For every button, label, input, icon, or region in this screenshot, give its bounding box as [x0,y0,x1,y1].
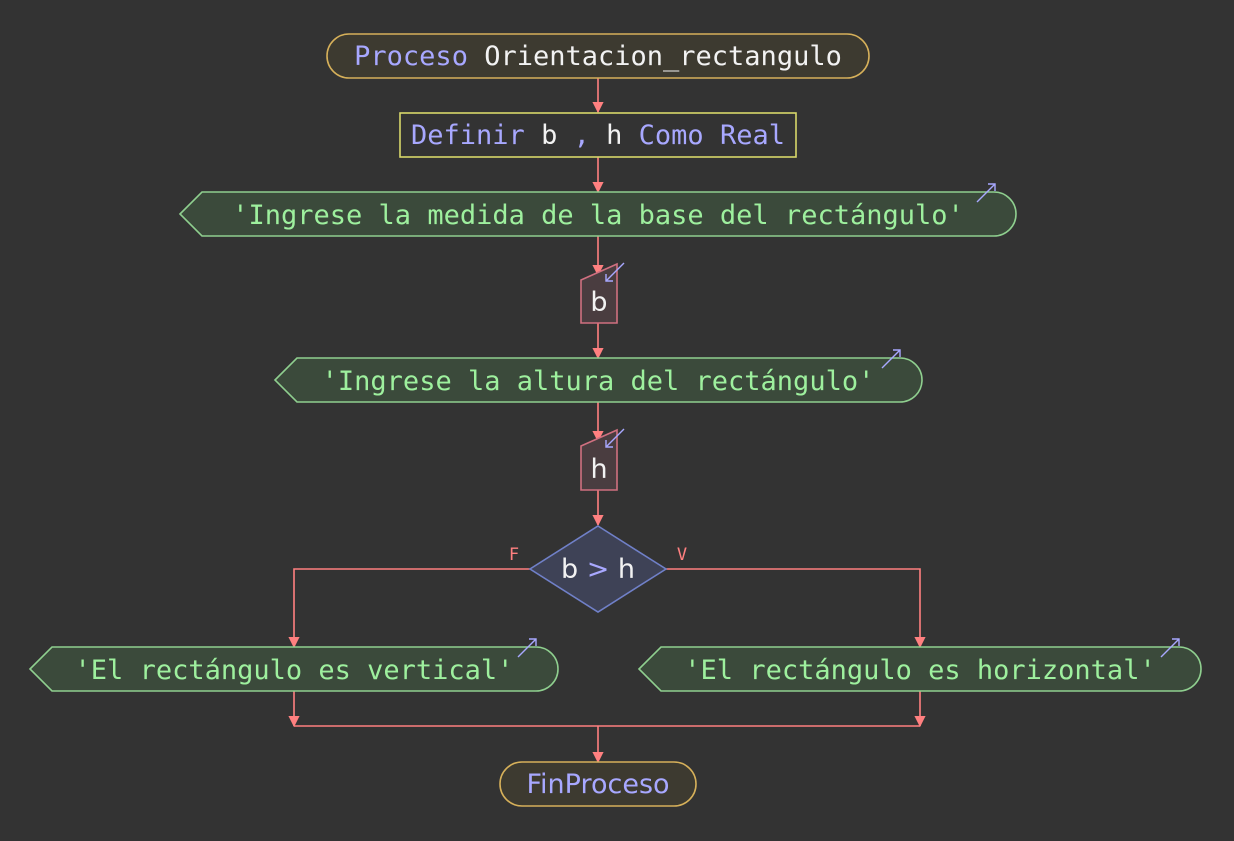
output-arrow-icon [517,638,537,658]
read1-node: b [580,262,625,324]
connectors [288,78,926,764]
output1-node: 'Ingrese la medida de la base del rectán… [178,183,1017,237]
output-false-text: 'El rectángulo es vertical' [75,655,514,686]
connector-true-branch [666,568,926,649]
connector-false-branch [288,568,530,649]
start-keyword: Proceso [354,41,468,72]
process-name: Orientacion_rectangulo [484,41,842,72]
read2-node: h [580,428,625,491]
output-true-node: 'El rectángulo es horizontal' [637,638,1202,692]
read2-var: h [590,454,607,485]
define-keyword: Definir [411,120,525,151]
end-keyword: FinProceso [526,769,669,800]
svg-text:Definir b: Definir b , h Como Real [411,120,785,151]
input-arrow-icon [605,428,625,448]
input-arrow-icon [605,262,625,282]
output2-text: 'Ingrese la altura del rectángulo' [322,366,875,397]
output-arrow-icon [1160,638,1180,658]
decision-node: b > h F V [509,525,687,613]
output-arrow-icon [976,183,996,203]
define-var-b: b [541,120,557,151]
true-label: V [677,545,687,565]
define-comma: , [574,120,590,151]
output1-text: 'Ingrese la medida de la base del rectán… [232,200,964,231]
define-como-keyword: Como [639,120,704,151]
define-node: Definir b , h Como Real [399,112,797,158]
decision-left: b [561,554,578,585]
end-node: FinProceso [499,761,697,807]
decision-right: h [618,554,635,585]
define-type: Real [720,120,785,151]
decision-operator: > [587,554,610,585]
svg-text:Proceso Orientac: Proceso Orientacion_rectangulo [354,41,842,72]
output-arrow-icon [881,349,901,369]
start-node: Proceso Orientacion_rectangulo [326,33,870,79]
output-true-text: 'El rectángulo es horizontal' [684,655,1155,686]
define-var-h: h [606,120,622,151]
svg-text:b > h: b > h [561,554,635,585]
read1-var: b [590,287,607,318]
false-label: F [509,545,519,565]
output-false-node: 'El rectángulo es vertical' [28,638,559,692]
output2-node: 'Ingrese la altura del rectángulo' [273,349,923,403]
